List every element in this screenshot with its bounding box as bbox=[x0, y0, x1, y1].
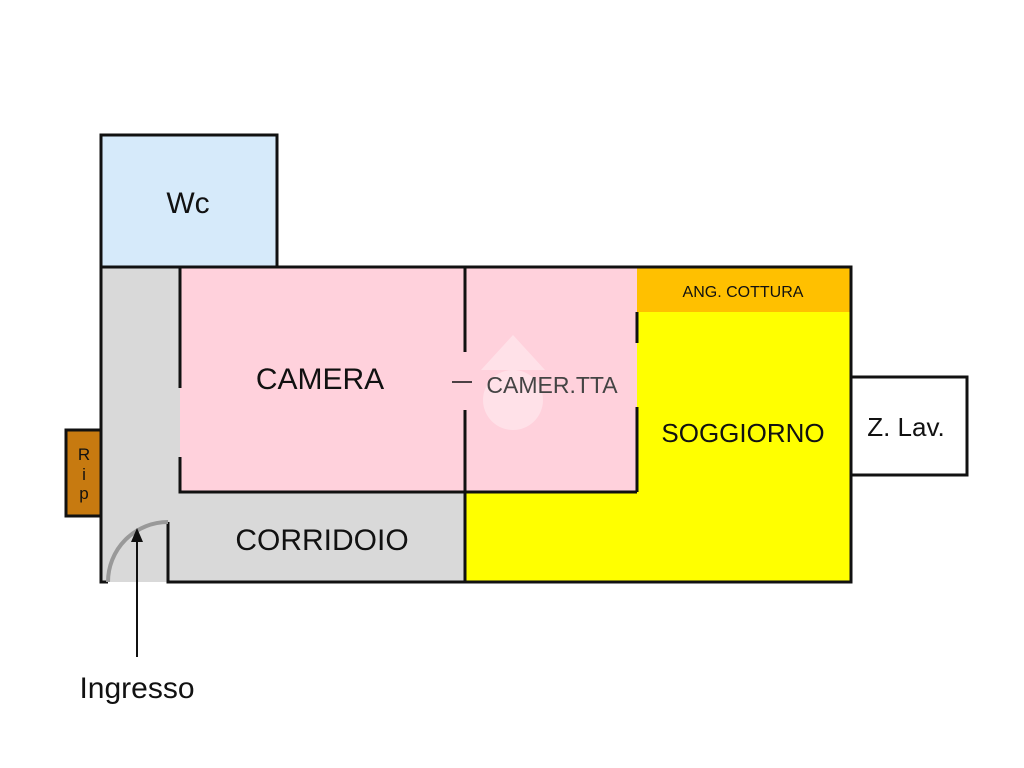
entrance-arrow bbox=[131, 528, 143, 657]
watermark-logo bbox=[481, 335, 545, 430]
label-rip-r: R bbox=[78, 445, 90, 464]
room-soggiorno-lower bbox=[465, 492, 637, 582]
label-cameretta: CAMER.TTA bbox=[486, 372, 618, 398]
room-wc bbox=[101, 135, 277, 267]
label-camera: CAMERA bbox=[256, 363, 384, 396]
room-cameretta bbox=[465, 267, 637, 492]
room-rip bbox=[64, 428, 103, 518]
label-ang-cottura: ANG. COTTURA bbox=[683, 284, 804, 301]
room-soggiorno bbox=[637, 312, 851, 582]
label-ingresso: Ingresso bbox=[79, 672, 194, 705]
label-corridoio: CORRIDOIO bbox=[235, 524, 408, 557]
label-rip-i: i bbox=[82, 465, 86, 484]
walls bbox=[99, 133, 853, 584]
room-camera bbox=[180, 267, 465, 492]
label-soggiorno: SOGGIORNO bbox=[661, 418, 824, 448]
room-z-lav bbox=[849, 375, 969, 477]
label-z-lav: Z. Lav. bbox=[867, 412, 945, 442]
entrance-door-arc bbox=[106, 520, 169, 583]
room-ang-cottura bbox=[637, 267, 851, 312]
label-rip-p: p bbox=[79, 484, 88, 503]
room-corridoio bbox=[180, 492, 465, 582]
label-wc: Wc bbox=[166, 187, 209, 220]
